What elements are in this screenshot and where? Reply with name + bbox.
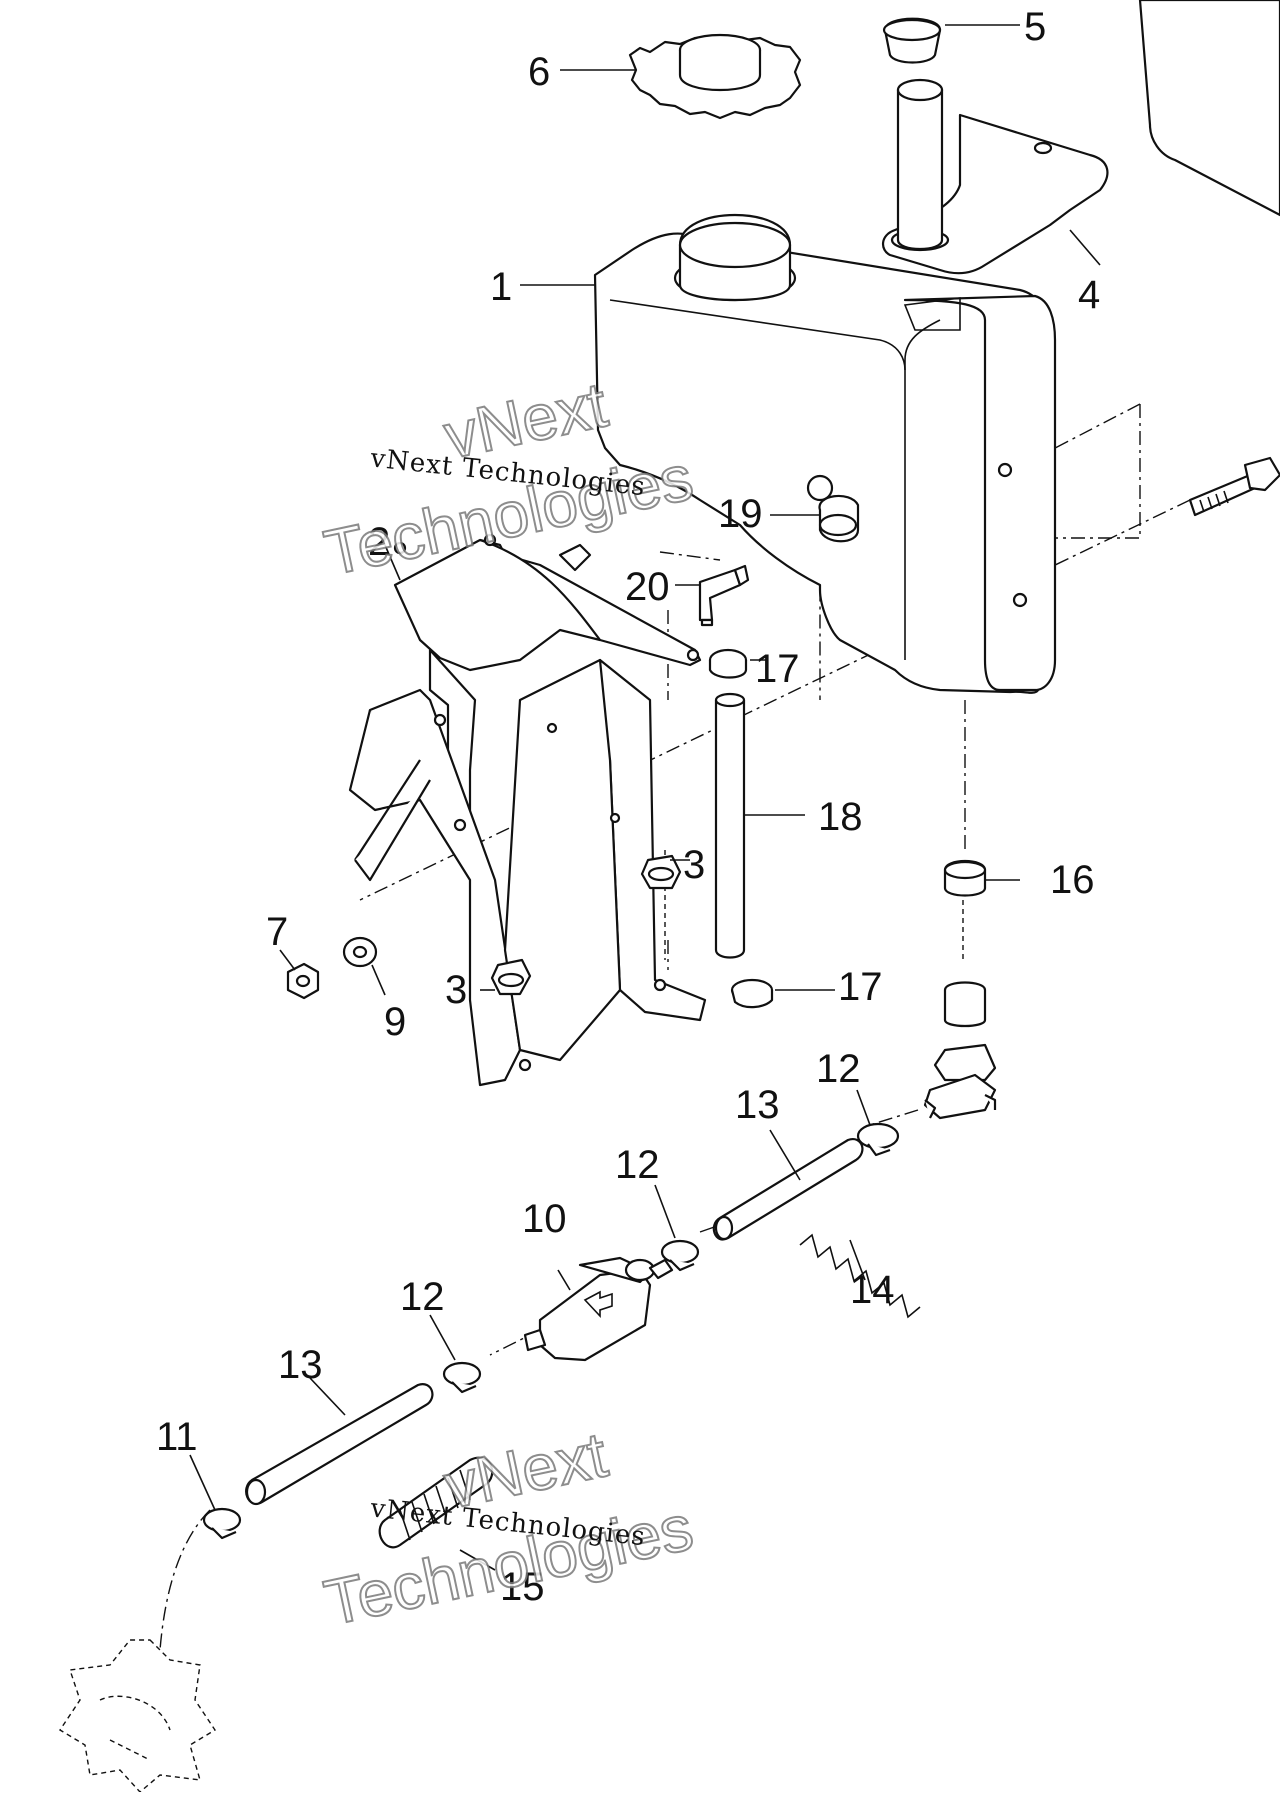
callout-15: 15 bbox=[500, 1565, 545, 1609]
mounting-bolt bbox=[1188, 456, 1280, 517]
callout-12-c: 12 bbox=[400, 1275, 445, 1319]
callout-3-upper: 3 bbox=[683, 843, 705, 887]
hose-clamp-upper bbox=[708, 648, 748, 679]
hose-clamp-a bbox=[856, 1122, 900, 1157]
hose-clamp-c bbox=[442, 1361, 482, 1394]
callout-6: 6 bbox=[528, 50, 550, 94]
callout-7: 7 bbox=[266, 910, 288, 954]
tank-grommet bbox=[943, 859, 987, 897]
callout-11: 11 bbox=[156, 1415, 198, 1459]
spring bbox=[799, 1233, 921, 1319]
callout-2: 2 bbox=[368, 520, 390, 564]
callout-16: 16 bbox=[1050, 858, 1095, 902]
flat-washer bbox=[342, 936, 378, 968]
hose-clamp-d bbox=[202, 1507, 242, 1540]
fuel-cap bbox=[628, 33, 802, 120]
callout-14: 14 bbox=[850, 1268, 895, 1312]
fuel-tank bbox=[593, 213, 1057, 694]
shutoff-valve bbox=[923, 981, 997, 1120]
callout-1: 1 bbox=[490, 265, 512, 309]
leader-lines bbox=[189, 24, 1101, 1571]
callout-4: 4 bbox=[1078, 273, 1100, 317]
fuel-line-upper bbox=[712, 1138, 864, 1241]
callout-18: 18 bbox=[818, 795, 863, 839]
callout-10: 10 bbox=[522, 1197, 567, 1241]
elbow-fitting bbox=[698, 564, 750, 627]
callout-17-lower: 17 bbox=[838, 965, 883, 1009]
fuel-filter bbox=[523, 1256, 674, 1362]
callout-3-lower: 3 bbox=[445, 968, 467, 1012]
flange-nut-upper bbox=[640, 854, 682, 890]
carburetor-reference bbox=[59, 1639, 216, 1793]
hose-clamp-lower bbox=[730, 978, 774, 1009]
callout-12-b: 12 bbox=[615, 1143, 660, 1187]
cap-plug bbox=[882, 17, 942, 64]
callout-17-upper: 17 bbox=[755, 647, 800, 691]
tank-bracket bbox=[348, 533, 707, 1087]
fuel-line-lower bbox=[245, 1383, 434, 1506]
hex-nut bbox=[286, 962, 320, 1000]
callout-13-lower: 13 bbox=[278, 1343, 323, 1387]
flange-nut-lower bbox=[490, 958, 532, 996]
callout-9: 9 bbox=[384, 1000, 406, 1044]
filler-neck-bracket bbox=[882, 78, 1109, 275]
callout-19: 19 bbox=[718, 492, 763, 536]
callout-12-a: 12 bbox=[816, 1047, 861, 1091]
callout-5: 5 bbox=[1024, 5, 1046, 49]
decal-outline bbox=[1138, 0, 1280, 217]
hose-clamp-b bbox=[660, 1239, 700, 1272]
fuel-hose-vertical bbox=[714, 692, 746, 959]
callout-20: 20 bbox=[625, 565, 670, 609]
grommet bbox=[818, 494, 860, 543]
callout-13-upper: 13 bbox=[735, 1083, 780, 1127]
spring-small bbox=[378, 1456, 494, 1549]
callout-labels: 1 2 3 3 4 5 6 7 9 10 11 12 12 12 13 13 1… bbox=[156, 5, 1100, 1609]
